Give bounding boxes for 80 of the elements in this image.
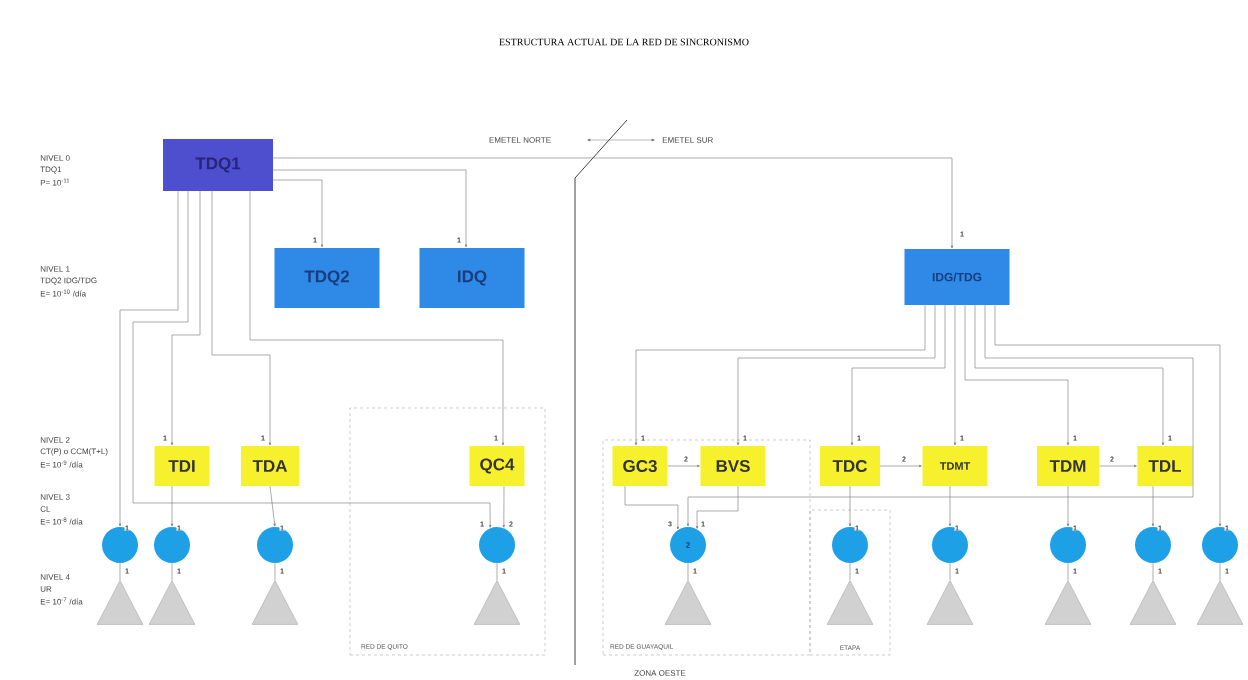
circle-node: [1202, 527, 1238, 563]
connector-arrow: [695, 485, 739, 529]
triangle-node: [1196, 580, 1244, 625]
circle-node: [102, 527, 138, 563]
connector-arrow: [948, 485, 952, 527]
level-label: NIVEL 3: [40, 494, 70, 500]
title: ESTRUCTURA ACTUAL DE LA RED DE SINCRONISMO: [499, 38, 749, 46]
triangle-node: [826, 580, 874, 625]
level-label: TDQ2 IDG/TDG: [40, 277, 97, 285]
station-box: TDMT: [922, 446, 988, 486]
region-label: EMETEL SUR: [662, 137, 713, 143]
region-label: EMETEL NORTE: [489, 137, 551, 143]
triangle-node: [251, 580, 299, 625]
connector-arrow: [1066, 485, 1070, 527]
connector-arrow: [736, 304, 936, 446]
station-box: GC3: [612, 446, 668, 486]
connector-arrow: [953, 304, 957, 446]
level-label: NIVEL 1: [40, 266, 70, 272]
connector-arrow: [964, 304, 1070, 446]
station-box: IDG/TDG: [904, 249, 1010, 305]
triangle-node: [1044, 580, 1092, 625]
level-label: E= 10$^{-9}$ /día: [40, 460, 83, 468]
level-label: NIVEL 2: [40, 437, 70, 443]
station-box: TDM: [1037, 446, 1099, 486]
station-box: TDI: [154, 446, 210, 486]
connector-arrow: [269, 485, 276, 527]
triangle-node: [926, 580, 974, 625]
connector-arrow: [170, 190, 201, 446]
level-label: CT(P) o CCM(T+L): [40, 448, 108, 456]
circle-node: [257, 527, 293, 563]
station-box: QC4: [469, 446, 525, 486]
triangle-node: [473, 580, 521, 625]
station-box: TDQ1: [163, 139, 273, 191]
triangle-node: [148, 580, 196, 625]
level-label: P= 10$^{-11}$: [40, 178, 70, 186]
station-box: TDL: [1137, 446, 1193, 486]
circle-node: [932, 527, 968, 563]
connector-arrow: [686, 304, 1194, 527]
station-box: TDA: [241, 446, 299, 486]
circle-node: [1050, 527, 1086, 563]
connector-arrow: [667, 464, 700, 468]
connector-arrow: [118, 190, 179, 527]
connector-arrow: [132, 190, 492, 528]
connector-arrow: [249, 190, 505, 446]
circle-node: [479, 527, 515, 563]
level-label: E= 10$^{-10}$ /día: [40, 289, 87, 297]
connector-arrow: [879, 464, 922, 468]
level-label: E= 10$^{-8}$ /día: [40, 517, 83, 525]
connector-arrow: [994, 304, 1222, 527]
connector-arrow: [272, 169, 468, 248]
circle-node: 2: [670, 527, 706, 563]
station-box: IDQ: [419, 248, 525, 308]
connector-arrow: [1098, 464, 1137, 468]
station-box: TDC: [820, 446, 880, 486]
triangle-node: [664, 580, 712, 625]
level-label: UR: [40, 586, 52, 592]
station-box: TDQ2: [274, 248, 380, 308]
connector-arrow: [272, 179, 324, 248]
level-label: TDQ1: [40, 166, 62, 174]
level-label: CL: [40, 506, 51, 512]
connector-arrow: [634, 304, 926, 446]
connector-arrow: [170, 485, 174, 527]
connector-arrow: [502, 485, 505, 528]
level-label: NIVEL 0: [40, 155, 70, 161]
circle-node: [1135, 527, 1171, 563]
zone-label: ZONA OESTE: [634, 670, 686, 676]
circle-node: [832, 527, 868, 563]
connector-arrow: [211, 190, 272, 446]
connector-arrow: [272, 157, 954, 249]
triangle-node: [1129, 580, 1177, 625]
level-label: E= 10$^{-7}$ /día: [40, 597, 83, 605]
connector-arrow: [850, 304, 946, 446]
circle-node: [154, 527, 190, 563]
connector-arrow: [974, 304, 1165, 446]
connector-arrow: [1151, 485, 1155, 527]
level-label: NIVEL 4: [40, 574, 70, 580]
triangle-node: [96, 580, 144, 625]
connector-arrow: [848, 485, 852, 527]
connector-arrow: [624, 485, 679, 530]
station-box: BVS: [700, 446, 766, 486]
